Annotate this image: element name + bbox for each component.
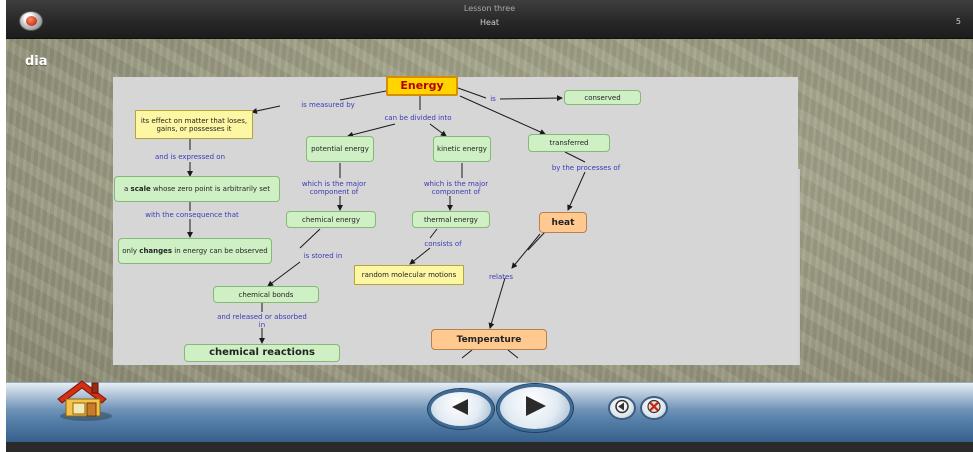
node-changes-pre: only (122, 247, 140, 255)
link-is-measured-by: is measured by (301, 101, 355, 109)
link-by-processes-of: by the processes of (551, 164, 621, 172)
node-changes-bold: changes (139, 247, 173, 255)
node-temperature: Temperature (431, 329, 547, 350)
node-changes: only changes in energy can be observed (118, 238, 272, 264)
topic-title: Heat (480, 18, 499, 27)
link-can-be-divided-into: can be divided into (384, 114, 452, 122)
arrow-left-icon (450, 398, 472, 420)
exit-button[interactable] (640, 396, 668, 420)
exit-icon (646, 399, 662, 418)
link-is-stored-in: is stored in (303, 252, 343, 260)
back-icon (614, 399, 630, 418)
node-conserved: conserved (564, 90, 641, 105)
node-chemical-reactions: chemical reactions (184, 344, 340, 362)
close-icon (26, 16, 37, 26)
node-changes-post: in energy can be observed (172, 247, 268, 255)
link-released-absorbed: and released or absorbed in (217, 313, 307, 329)
node-chemical-bonds: chemical bonds (213, 286, 319, 303)
node-potential-energy: potential energy (306, 136, 374, 162)
next-button[interactable] (497, 384, 573, 432)
link-major-component-2: which is the major component of (423, 180, 489, 196)
node-transferred: transferred (528, 134, 610, 152)
node-effect-on-matter: its effect on matter that loses, gains, … (135, 110, 253, 139)
home-button[interactable] (52, 375, 120, 422)
link-major-component-1: which is the major component of (301, 180, 367, 196)
node-random-motions: random molecular motions (354, 265, 464, 285)
link-expressed-on: and is expressed on (155, 153, 225, 161)
link-consists-of: consists of (424, 240, 462, 248)
link-is: is (490, 95, 496, 103)
node-thermal-energy: thermal energy (412, 211, 490, 228)
node-scale: a scale whose zero point is arbitrarily … (114, 176, 280, 202)
close-button[interactable] (19, 11, 43, 31)
node-scale-bold: scale (130, 185, 151, 193)
link-consequence: with the consequence that (145, 211, 239, 219)
arrow-right-icon (522, 395, 548, 421)
sidebar-label: dia (25, 54, 48, 69)
panel-edge (798, 169, 800, 365)
node-scale-post: whose zero point is arbitrarily set (150, 185, 270, 193)
node-energy: Energy (386, 76, 458, 96)
node-scale-pre: a (124, 185, 131, 193)
toolbar-footer (6, 442, 973, 452)
lesson-title: Lesson three (463, 4, 516, 13)
page-number: 5 (955, 17, 961, 26)
link-relates: relates (489, 273, 513, 281)
node-heat: heat (539, 212, 587, 233)
node-kinetic-energy: kinetic energy (433, 136, 491, 162)
node-chemical-energy: chemical energy (286, 211, 376, 228)
back-button[interactable] (608, 396, 636, 420)
title-bar: Lesson three Heat 5 (6, 0, 973, 39)
previous-button[interactable] (428, 389, 494, 429)
home-icon (57, 380, 112, 421)
